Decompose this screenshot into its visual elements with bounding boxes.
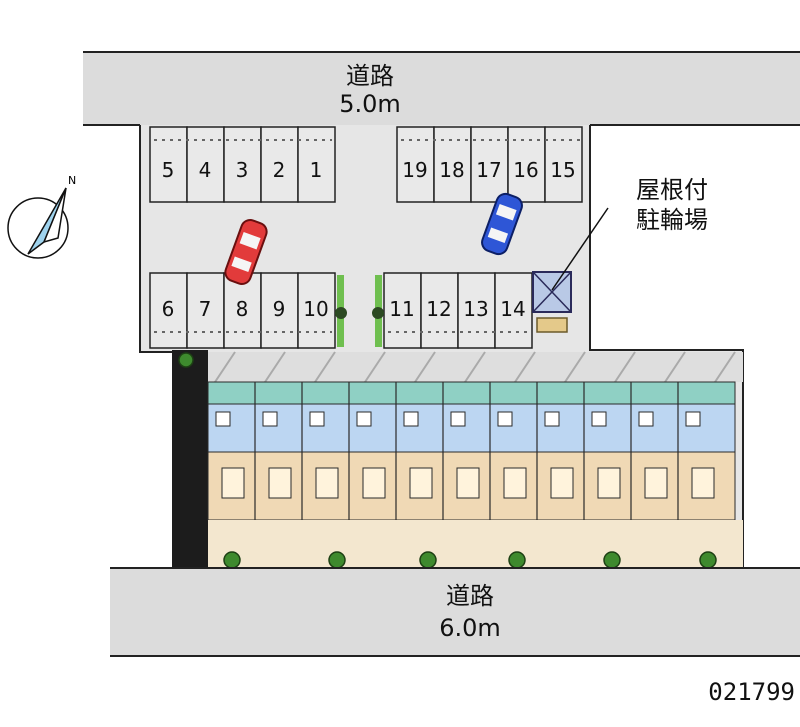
- slot-15: 15: [550, 158, 575, 182]
- top-road-width: 5.0m: [339, 90, 401, 118]
- tree-icon: [178, 352, 717, 569]
- bicycle-shelter-label-1: 屋根付: [636, 176, 708, 204]
- slot-10: 10: [303, 297, 328, 321]
- compass-north-label: N: [68, 174, 76, 187]
- slot-3: 3: [236, 158, 249, 182]
- leader-line: [551, 207, 609, 291]
- stairway-strip: [172, 350, 208, 568]
- slot-13: 13: [463, 297, 488, 321]
- slot-19: 19: [402, 158, 427, 182]
- slot-12: 12: [426, 297, 451, 321]
- top-road: 道路 5.0m: [83, 51, 800, 126]
- apartment-building: [172, 350, 743, 568]
- slot-11: 11: [389, 297, 414, 321]
- slot-17: 17: [476, 158, 501, 182]
- slot-2: 2: [273, 158, 286, 182]
- garden-strip: [208, 520, 743, 568]
- bottom-road-name: 道路: [446, 582, 494, 610]
- slot-9: 9: [273, 297, 286, 321]
- slot-5: 5: [162, 158, 175, 182]
- slot-1: 1: [310, 158, 323, 182]
- top-road-name: 道路: [346, 62, 394, 90]
- red-car-icon: [224, 219, 268, 285]
- slot-4: 4: [199, 158, 212, 182]
- bicycle-shelter-label-2: 駐輪場: [636, 206, 708, 234]
- slot-6: 6: [162, 297, 175, 321]
- slot-8: 8: [236, 297, 249, 321]
- property-code: 021799: [708, 678, 795, 706]
- bicycle-shelter-icon: [532, 271, 572, 333]
- slot-7: 7: [199, 297, 212, 321]
- slot-16: 16: [513, 158, 538, 182]
- slot-18: 18: [439, 158, 464, 182]
- slot-14: 14: [500, 297, 525, 321]
- blue-car-icon: [481, 192, 523, 256]
- bottom-road: 道路 6.0m: [110, 567, 800, 657]
- compass-icon: N: [7, 174, 76, 259]
- bottom-road-width: 6.0m: [439, 614, 501, 642]
